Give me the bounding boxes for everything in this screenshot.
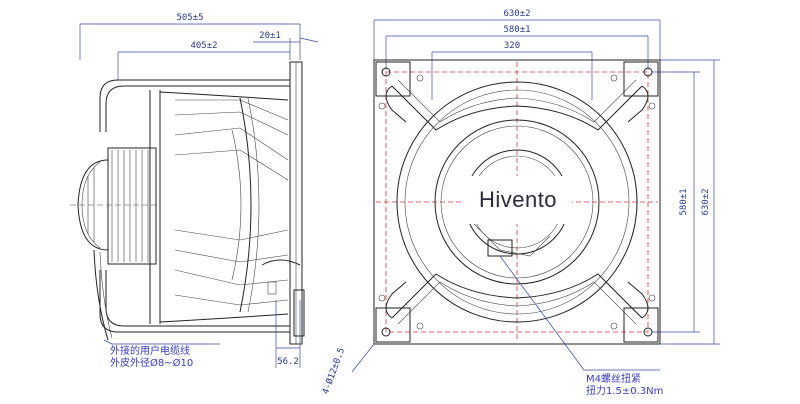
dim-plate-width: 630±2 [503,9,530,19]
dim-inner-width: 320 [504,41,520,51]
screw-note-line1: M4螺丝扭紧 [586,372,641,385]
brand-logo-text: Hivento [478,187,558,212]
dim-flange-thickness: 20±1 [259,31,281,41]
dim-hole-spacing-x: 580±1 [503,25,530,35]
cable-note-line1: 外接的用户电缆线 [110,344,190,357]
dim-plate-height: 630±2 [701,188,711,215]
front-view: 630±2 580±1 320 580±1 630±2 4-Ø12±0.5 M4… [320,9,720,397]
dim-hole-spacing-y: 580±1 [679,188,689,215]
mounting-plate [373,59,661,345]
screw-note-line2: 扭力1.5±0.3Nm [586,384,663,397]
dim-body-length: 405±2 [190,41,217,51]
brand-logo: Hivento [464,176,572,224]
dim-mounting-hole: 4-Ø12±0.5 [320,346,347,396]
side-view: 505±5 405±2 20±1 56.2 外接的用户电缆线 外皮外径Ø8~Ø1… [70,13,319,369]
dim-bottom-offset: 56.2 [277,357,299,367]
mounting-holes [378,67,656,337]
cable-note-line2: 外皮外径Ø8~Ø10 [110,356,193,369]
dim-overall-length: 505±5 [176,13,203,23]
motor-housing [107,147,157,265]
